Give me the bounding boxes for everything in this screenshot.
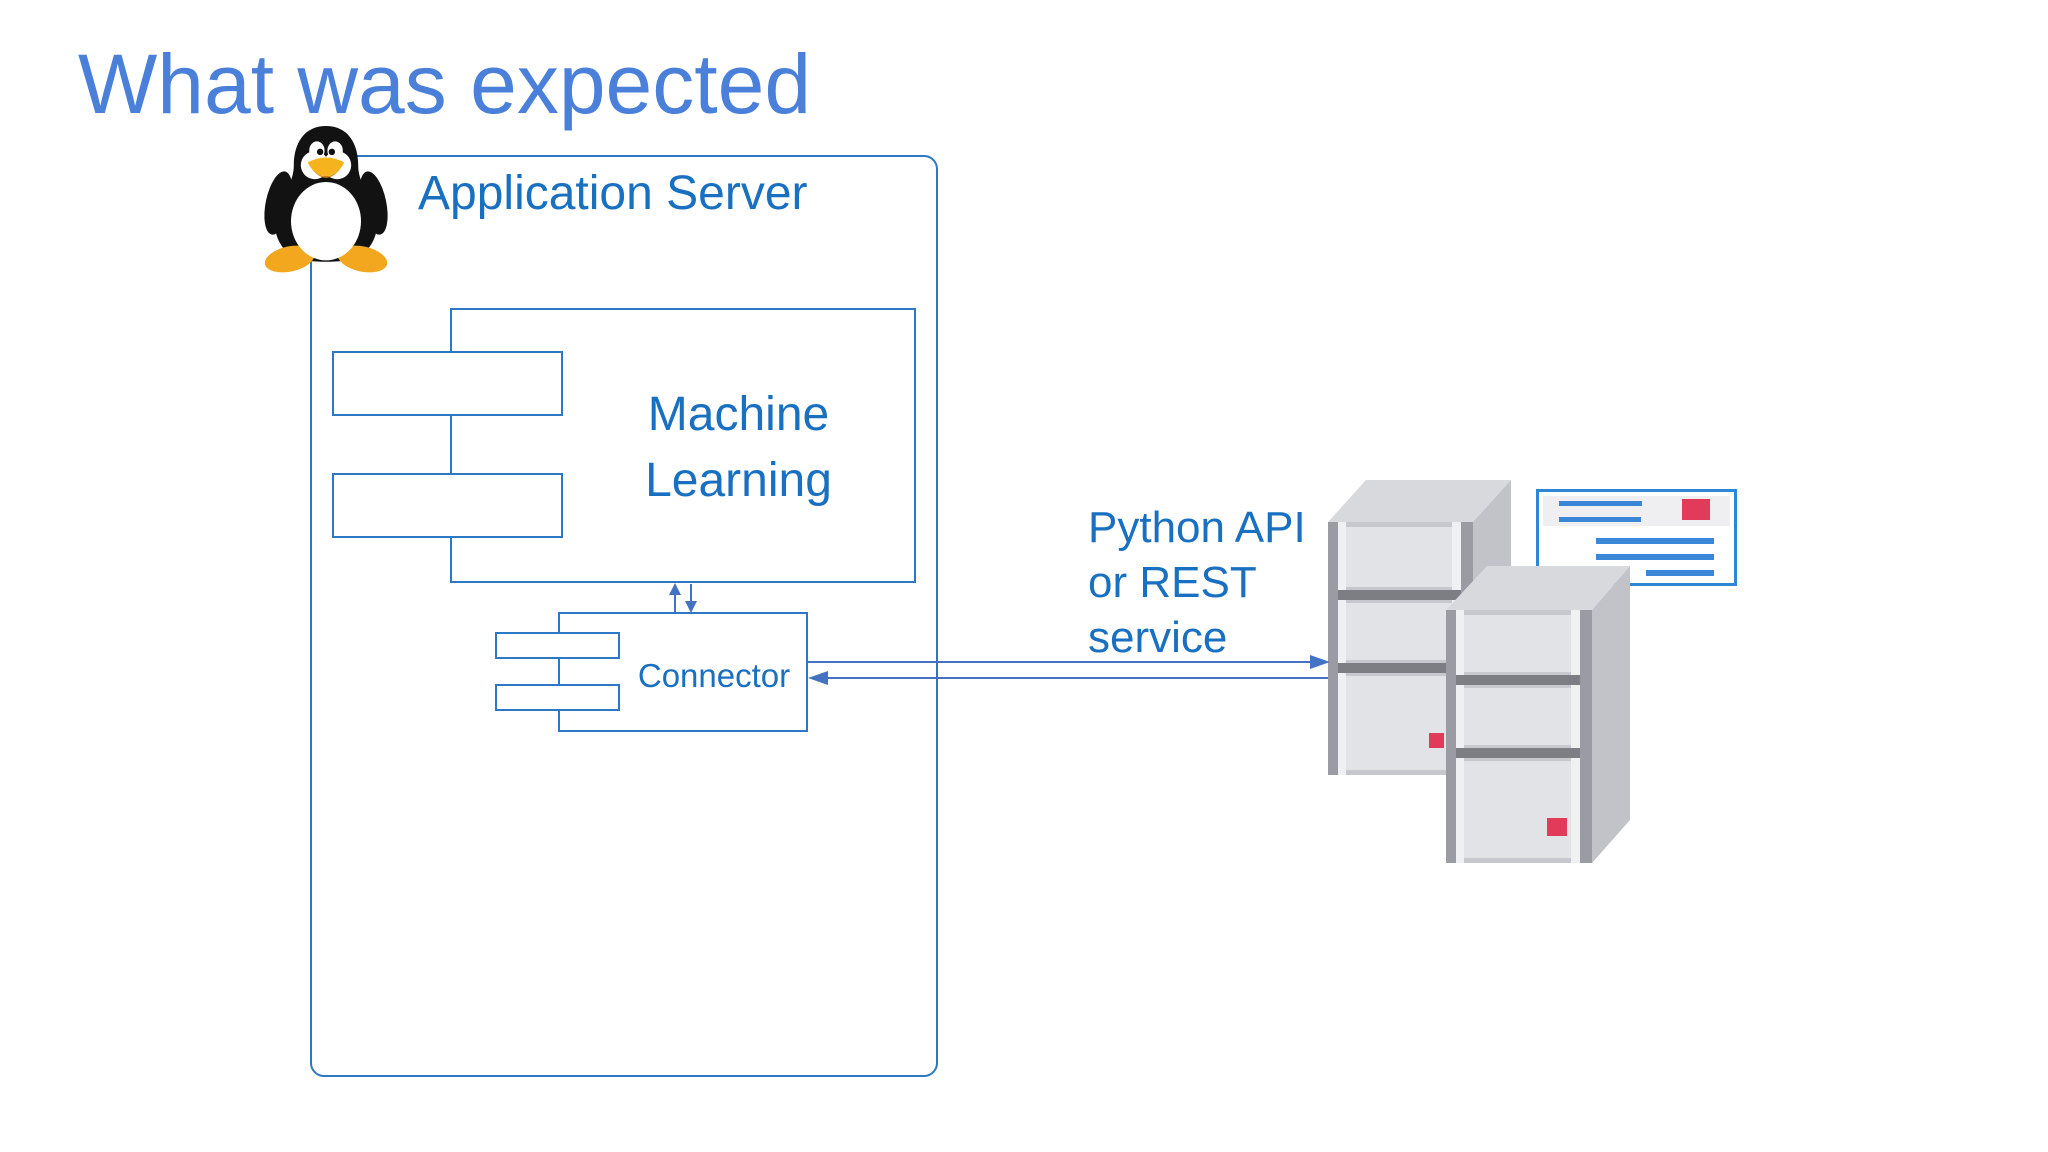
card-text-line (1596, 538, 1714, 544)
card-text-line (1559, 501, 1642, 506)
application-server-box: Application Server (310, 155, 938, 1077)
component-port (332, 351, 563, 416)
connector-component: Connector (558, 612, 808, 732)
machine-learning-label: Machine Learning (565, 382, 912, 514)
server-tower-icon (1446, 566, 1630, 863)
card-text-line (1646, 570, 1714, 576)
api-annotation-line1: Python API (1088, 503, 1306, 552)
api-annotation: Python API or REST service (1088, 500, 1306, 665)
slide-title: What was expected (78, 37, 812, 131)
machine-learning-label-line2: Learning (645, 454, 832, 507)
component-port (332, 473, 563, 538)
tux-linux-icon (264, 126, 388, 273)
api-annotation-line2: or REST (1088, 558, 1257, 607)
card-text-line (1596, 554, 1714, 560)
component-port (495, 684, 620, 711)
api-annotation-line3: service (1088, 613, 1228, 662)
server-status-led (1547, 818, 1567, 836)
card-red-badge (1682, 499, 1710, 520)
connector-label: Connector (637, 657, 791, 694)
card-text-line (1559, 517, 1641, 522)
server-towers-icon (1328, 480, 1630, 863)
server-status-led (1429, 733, 1444, 748)
component-port (495, 632, 620, 659)
machine-learning-label-line1: Machine (647, 388, 830, 441)
application-server-label: Application Server (418, 167, 808, 220)
machine-learning-component: Machine Learning (450, 308, 916, 583)
